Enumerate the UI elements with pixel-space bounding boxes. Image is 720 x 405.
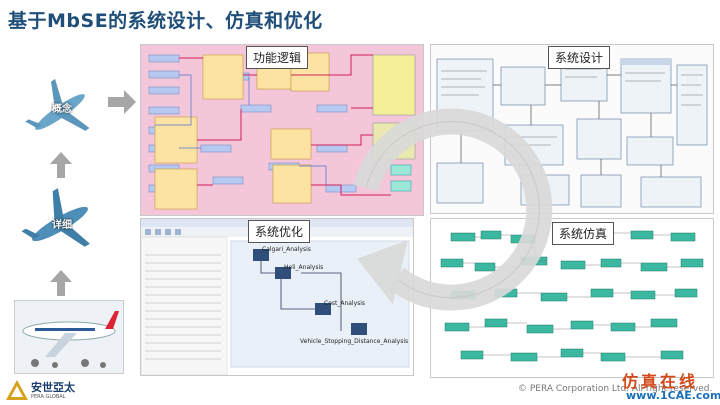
opt-node-label: Heli_Analysis: [284, 264, 324, 271]
right-arrow-icon: [108, 90, 136, 118]
detailed-airliner-image: [14, 300, 124, 374]
opt-node-label: Calgari_Analysis: [262, 246, 311, 253]
functional-logic-label: 功能逻辑: [246, 46, 309, 69]
watermark-brand: 仿真在线: [622, 372, 699, 391]
up-arrow-icon: [50, 270, 72, 300]
system-design-label: 系统设计: [548, 46, 611, 69]
detailed-aircraft-image: [18, 186, 102, 262]
system-simulation-label: 系统仿真: [552, 222, 615, 245]
copyright-text: © PERA Corporation Ltd. All right reserv…: [518, 384, 713, 394]
detailed-stage-label: 详细: [52, 220, 72, 231]
company-logo: 安世亞太 PERA GLOBAL: [6, 378, 116, 404]
slide-title: 基于MbSE的系统设计、仿真和优化: [8, 10, 323, 32]
system-design-panel: [430, 44, 714, 214]
cycle-arrow-icon: [336, 98, 566, 328]
opt-node-label: Vehicle_Stopping_Distance_Analysis: [300, 338, 409, 345]
system-optimization-panel: [140, 218, 414, 376]
watermark-url: www.1CAE.com: [626, 389, 720, 402]
system-optimization-label: 系统优化: [248, 220, 311, 243]
opt-node-label: Cost_Analysis: [324, 300, 366, 307]
concept-stage-label: 概念: [52, 104, 72, 115]
up-arrow-icon: [50, 152, 72, 182]
system-design-diagram: [431, 45, 713, 213]
concept-aircraft-image: [20, 72, 100, 152]
